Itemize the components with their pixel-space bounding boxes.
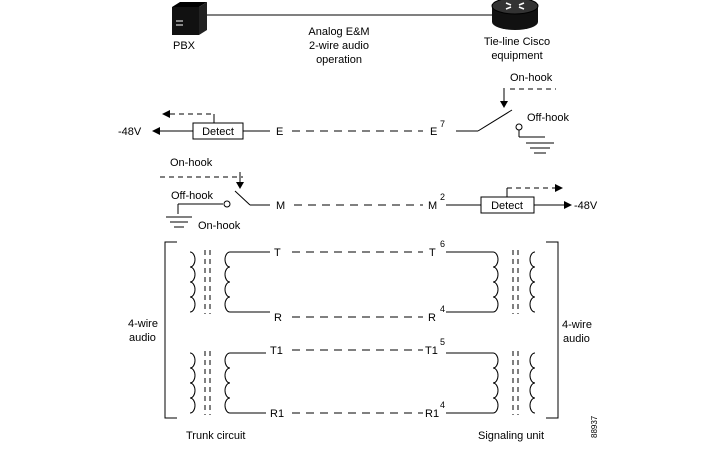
on-hook-label-right: On-hook <box>510 72 553 84</box>
transformer-left-upper <box>189 250 270 314</box>
pbx-icon <box>172 2 207 35</box>
detect-left-indicator-arrow <box>162 110 170 118</box>
center-label-line3: operation <box>316 54 362 66</box>
off-hook-label-left: Off-hook <box>171 190 213 202</box>
minus-48v-left: -48V <box>118 126 142 138</box>
e-lead-left-label: E <box>276 126 283 138</box>
detect-left-arrowhead <box>152 127 160 135</box>
r-lead-left-label: R <box>274 312 282 324</box>
m-pin-number: 2 <box>440 192 445 202</box>
m-lead-left-label: M <box>276 200 285 212</box>
switch-contact-left <box>223 200 231 208</box>
minus-48v-right: -48V <box>574 200 598 212</box>
four-wire-left-line1: 4-wire <box>128 318 158 330</box>
t1-lead-right-label: T1 <box>425 345 438 357</box>
pbx-label: PBX <box>173 40 196 52</box>
figure-id: 88937 <box>590 415 599 438</box>
t-pin-number: 6 <box>440 239 445 249</box>
center-label-line2: 2-wire audio <box>309 40 369 52</box>
t1-lead-left-label: T1 <box>270 345 283 357</box>
tieline-label-line2: equipment <box>491 50 542 62</box>
transformer-right-upper <box>446 250 536 314</box>
r-pin-number: 4 <box>440 304 445 314</box>
four-wire-right-line1: 4-wire <box>562 319 592 331</box>
on-hook-label-left-bottom: On-hook <box>198 220 241 232</box>
detect-label-right: Detect <box>491 200 523 212</box>
on-hook-label-left-top: On-hook <box>170 157 213 169</box>
bracket-left <box>164 241 177 419</box>
switch-arrowhead-right <box>500 101 508 108</box>
tieline-label-line1: Tie-line Cisco <box>484 36 550 48</box>
t-lead-left-label: T <box>274 247 281 259</box>
four-wire-left-line2: audio <box>129 332 156 344</box>
detect-right-arrowhead <box>564 201 572 209</box>
switch-contact-right <box>515 123 523 131</box>
r1-lead-right-label: R1 <box>425 408 439 420</box>
switch-arrowhead-left <box>236 182 244 189</box>
four-wire-right-line2: audio <box>563 333 590 345</box>
off-hook-label-right: Off-hook <box>527 112 569 124</box>
transformer-right-lower <box>446 351 536 415</box>
t-lead-right-label: T <box>429 247 436 259</box>
detect-right-indicator-arrow <box>555 184 563 192</box>
ground-symbol-right <box>526 142 554 154</box>
bracket-right <box>546 241 559 419</box>
center-label-line1: Analog E&M <box>308 26 369 38</box>
switch-blade-right <box>477 109 513 132</box>
e-lead-right-label: E <box>430 126 437 138</box>
r1-lead-left-label: R1 <box>270 408 284 420</box>
ground-symbol-left <box>166 216 192 228</box>
detect-label-left: Detect <box>202 126 234 138</box>
trunk-circuit-label: Trunk circuit <box>186 430 246 442</box>
router-icon <box>491 0 539 30</box>
switch-blade-left <box>234 190 251 206</box>
e-pin-number: 7 <box>440 119 445 129</box>
t1-pin-number: 5 <box>440 337 445 347</box>
transformer-left-lower <box>189 351 266 415</box>
m-lead-right-label: M <box>428 200 437 212</box>
signaling-unit-label: Signaling unit <box>478 430 544 442</box>
r-lead-right-label: R <box>428 312 436 324</box>
r1-pin-number: 4 <box>440 400 445 410</box>
